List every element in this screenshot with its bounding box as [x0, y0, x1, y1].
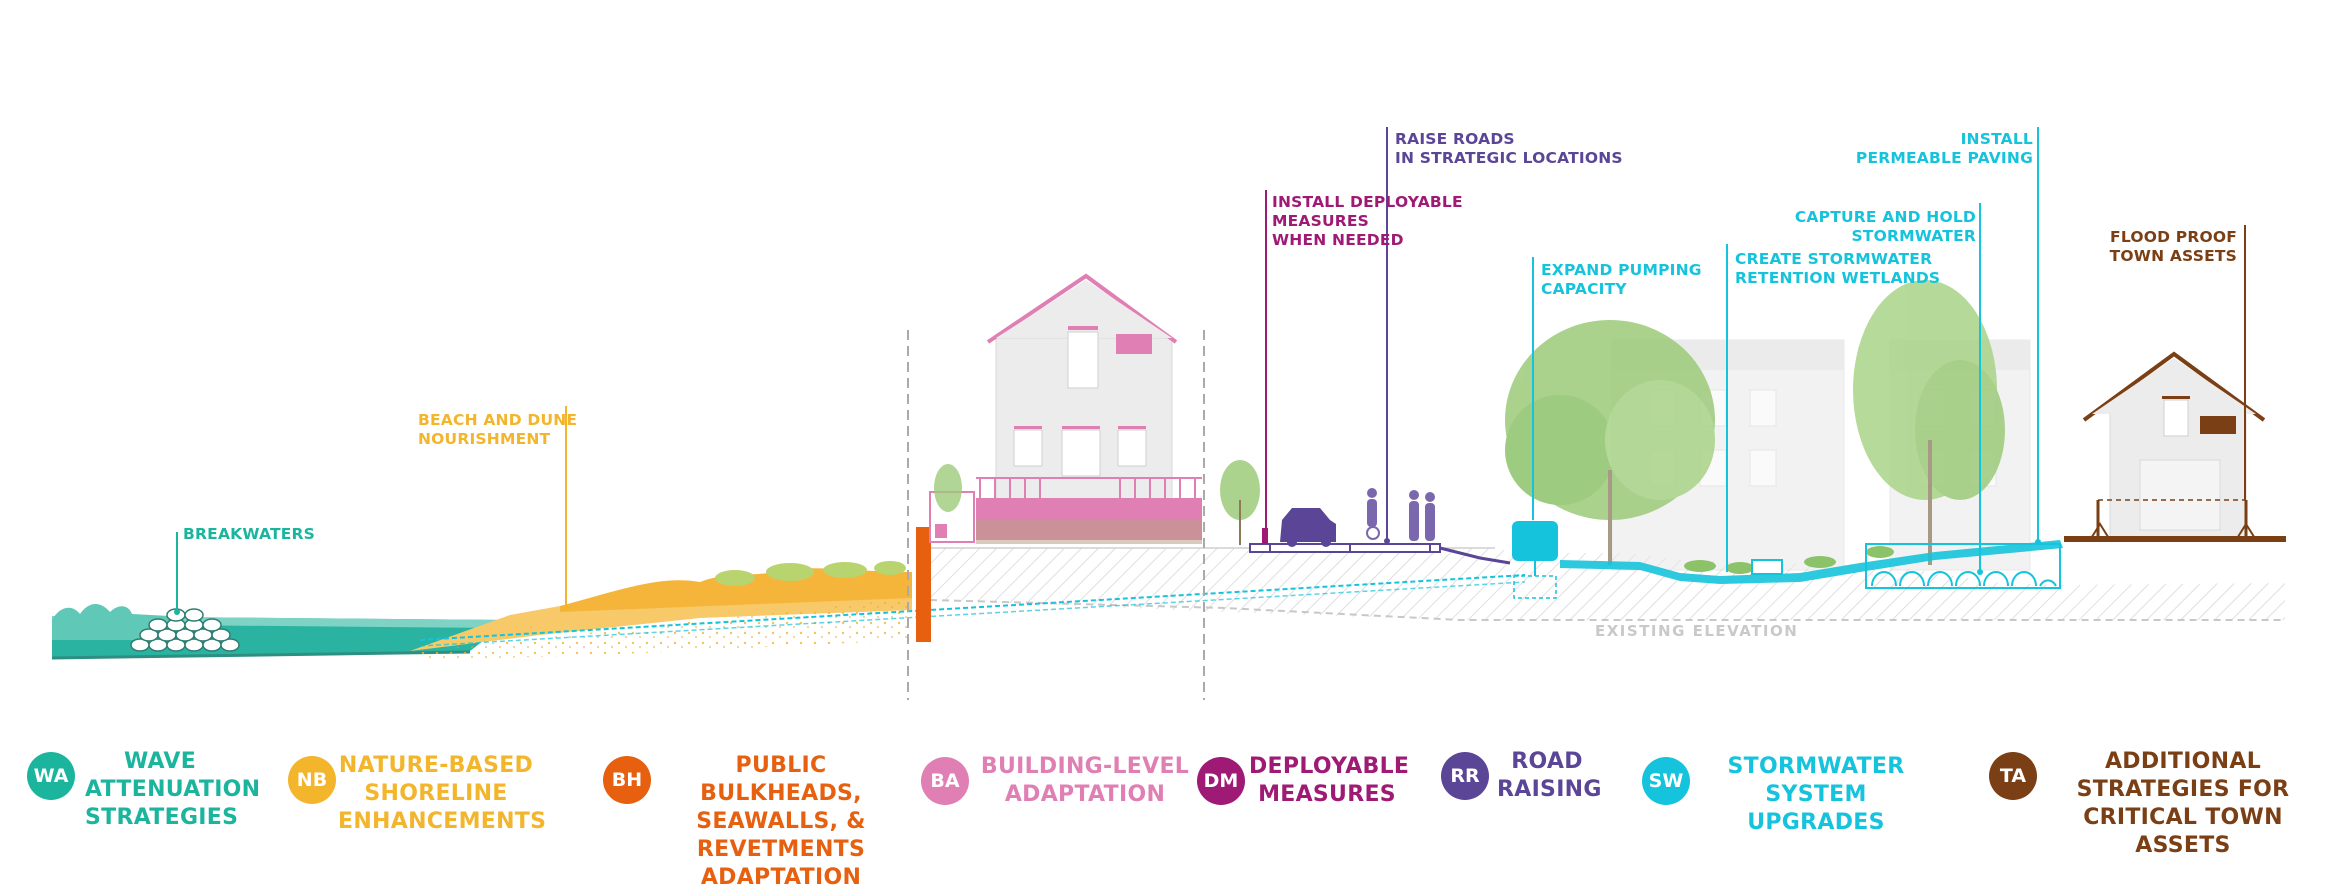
callout-pumping-capacity: EXPAND PUMPING CAPACITY — [1541, 261, 1702, 298]
bulkhead-wall — [916, 527, 931, 642]
street-tree-small — [1220, 460, 1260, 520]
sw-badge-icon: SW — [1642, 757, 1690, 805]
legend-item-ba: BA BUILDING-LEVEL ADAPTATION — [921, 754, 1191, 809]
dune-grass — [715, 561, 906, 586]
outfall-pipe — [419, 574, 1526, 641]
ground-hatch — [930, 548, 2285, 620]
shrub — [934, 464, 962, 512]
callout-beach-dune: BEACH AND DUNE NOURISHMENT — [418, 411, 578, 448]
callout-breakwaters: BREAKWATERS — [183, 525, 315, 543]
wa-badge-icon: WA — [27, 752, 75, 800]
existing-elevation-line — [929, 599, 2285, 621]
breakwater-stones — [130, 608, 240, 652]
pump-station — [1512, 521, 1558, 561]
sand-particles — [410, 598, 912, 660]
ba-badge-icon: BA — [921, 757, 969, 805]
legend-item-nb: NB NATURE-BASED SHORELINE ENHANCEMENTS — [288, 753, 546, 836]
raised-road-deck — [1249, 543, 1441, 553]
legend-label-rr: ROAD RAISING — [1497, 749, 1602, 802]
legend-item-rr: RR ROAD RAISING — [1441, 749, 1601, 804]
callout-permeable-paving: INSTALL PERMEABLE PAVING — [1855, 130, 2033, 167]
callout-raise-roads: RAISE ROADS IN STRATEGIC LOCATIONS — [1395, 130, 1623, 167]
legend-item-sw: SW STORMWATER SYSTEM UPGRADES — [1642, 754, 1934, 837]
rr-badge-icon: RR — [1441, 752, 1489, 800]
wetland-grass — [1684, 546, 1894, 574]
legend-label-ta: ADDITIONAL STRATEGIES FOR CRITICAL TOWN … — [2076, 749, 2290, 858]
legend-item-wa: WA WAVE ATTENUATION STRATEGIES — [27, 749, 260, 832]
legend-label-sw: STORMWATER SYSTEM UPGRADES — [1727, 754, 1905, 835]
dm-badge-icon: DM — [1197, 757, 1245, 805]
legend-item-dm: DM DEPLOYABLE MEASURES — [1197, 754, 1409, 809]
deployable-barrier — [1262, 528, 1268, 544]
legend-label-wa: WAVE ATTENUATION STRATEGIES — [85, 749, 261, 830]
bh-badge-icon: BH — [603, 756, 651, 804]
permeable-paving-storage — [1865, 543, 2061, 589]
elevated-house — [929, 273, 1202, 544]
car-silhouette — [1280, 508, 1336, 547]
legend-item-ta: TA ADDITIONAL STRATEGIES FOR CRITICAL TO… — [1989, 749, 2323, 860]
waves — [52, 603, 170, 640]
large-tree-right — [1853, 280, 2005, 565]
outfall-pipe-2 — [419, 581, 1526, 647]
existing-elevation-label: EXISTING ELEVATION — [1595, 622, 1799, 640]
dune-ridge — [560, 568, 912, 612]
pedestrians — [1366, 488, 1435, 541]
callout-capture-hold: CAPTURE AND HOLD STORMWATER — [1794, 208, 1976, 245]
retention-wetland — [1560, 540, 2063, 584]
callout-flood-proof: FLOOD PROOF TOWN ASSETS — [2109, 228, 2237, 265]
callout-deployable-measures: INSTALL DEPLOYABLE MEASURES WHEN NEEDED — [1272, 193, 1463, 249]
nb-badge-icon: NB — [288, 756, 336, 804]
legend-label-nb: NATURE-BASED SHORELINE ENHANCEMENTS — [338, 753, 547, 834]
seabed-line — [51, 650, 471, 660]
ta-badge-icon: TA — [1989, 752, 2037, 800]
town-asset-building — [2064, 351, 2286, 542]
legend-label-ba: BUILDING-LEVEL ADAPTATION — [980, 754, 1190, 807]
legend-item-bh: BH PUBLIC BULKHEADS, SEAWALLS, & REVETME… — [603, 753, 901, 892]
callout-leaders — [174, 127, 2246, 615]
wetland-outlet — [1751, 559, 1783, 575]
legend-label-bh: PUBLIC BULKHEADS, SEAWALLS, & REVETMENTS… — [696, 753, 866, 890]
road-ramp — [1439, 546, 1511, 565]
callout-retention-wetlands: CREATE STORMWATER RETENTION WETLANDS — [1735, 250, 1941, 287]
legend-label-dm: DEPLOYABLE MEASURES — [1249, 754, 1410, 807]
